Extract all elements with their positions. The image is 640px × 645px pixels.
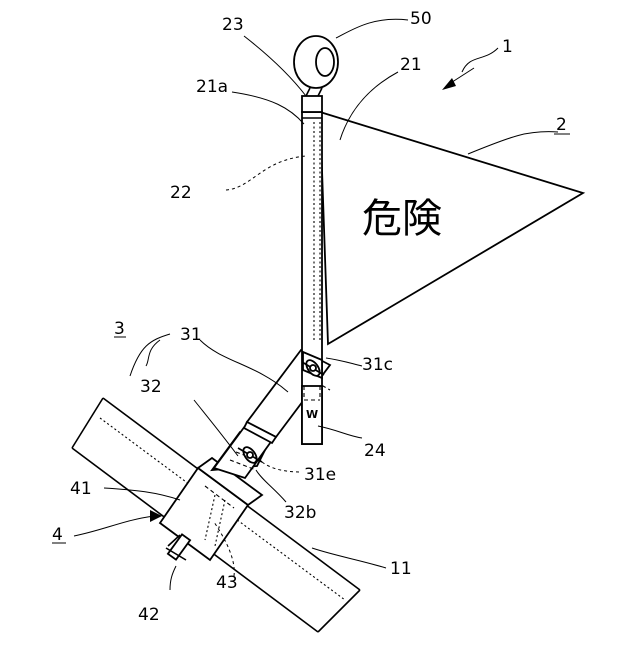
label-3: 3: [114, 319, 125, 339]
label-4: 4: [52, 525, 63, 545]
label-21a: 21a: [196, 77, 228, 97]
arrow-1: [442, 68, 474, 90]
label-41: 41: [70, 479, 92, 499]
flag-text: 危険: [362, 196, 442, 242]
label-31: 31: [180, 325, 202, 345]
label-32b: 32b: [284, 503, 316, 523]
label-42: 42: [138, 605, 160, 625]
label-1: 1: [502, 37, 513, 57]
label-2: 2: [556, 115, 567, 135]
label-11: 11: [390, 559, 412, 579]
flag-2: [320, 112, 583, 344]
label-32: 32: [140, 377, 162, 397]
label-31c: 31c: [362, 355, 393, 375]
label-43: 43: [216, 573, 238, 593]
label-31e: 31e: [304, 465, 336, 485]
label-50: 50: [410, 9, 432, 29]
label-22: 22: [170, 183, 192, 203]
knob-50: [294, 36, 338, 96]
label-24: 24: [364, 441, 386, 461]
label-23: 23: [222, 15, 244, 35]
window-mark: W: [306, 408, 318, 421]
label-21: 21: [400, 55, 422, 75]
screw-42: [166, 534, 190, 560]
